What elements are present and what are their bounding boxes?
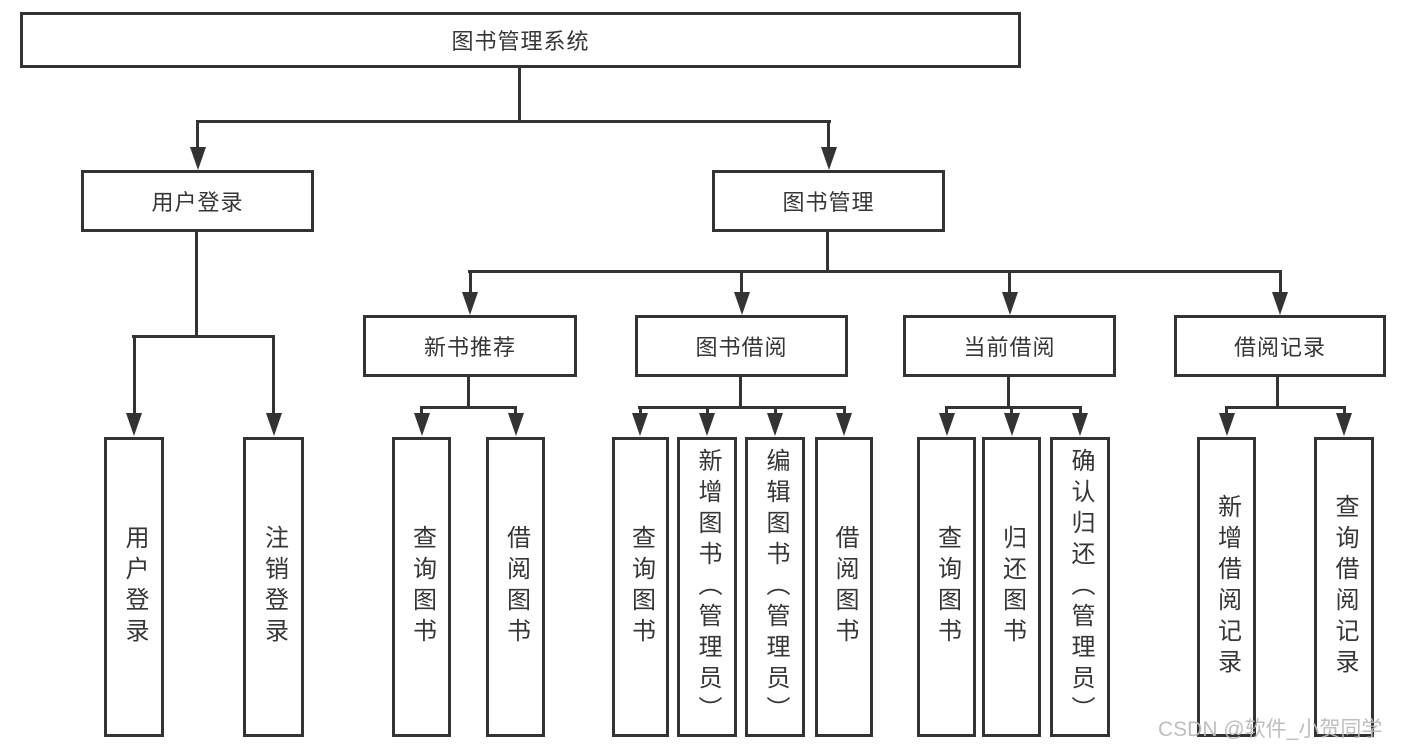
arrowhead-down-icon <box>767 413 783 436</box>
leaf-add-borrow-record: 新增借阅记录 <box>1197 437 1256 737</box>
connector-drop-line <box>1078 406 1082 416</box>
connector-vline <box>738 377 742 409</box>
node-label: 当前借阅 <box>963 335 1056 360</box>
leaf-return-books: 归还图书 <box>982 437 1041 737</box>
connector-drop-line <box>740 270 743 295</box>
connector-drop-line <box>468 270 472 295</box>
connector-drop-line <box>705 406 709 416</box>
node-label: 查询图书 <box>627 525 655 649</box>
node-current-borrowing: 当前借阅 <box>903 315 1116 377</box>
connector-vline <box>1276 377 1279 409</box>
connector-vline <box>194 232 198 338</box>
arrowhead-down-icon <box>1003 413 1020 436</box>
arrowhead-down-icon <box>733 292 750 315</box>
connector-drop-line <box>1278 270 1282 295</box>
node-label: 用户登录 <box>151 190 244 215</box>
node-label: 查询借阅记录 <box>1331 494 1358 680</box>
node-label: 确认归还（管理员） <box>1067 447 1094 727</box>
arrowhead-down-icon <box>462 292 478 315</box>
connector-drop-line <box>196 120 199 150</box>
arrowhead-down-icon <box>265 413 282 436</box>
leaf-edit-books-admin: 编辑图书（管理员） <box>745 437 805 737</box>
connector-drop-line <box>945 406 948 416</box>
arrowhead-down-icon <box>1218 413 1235 436</box>
node-borrowing-records: 借阅记录 <box>1174 315 1386 377</box>
node-label: 注销登录 <box>260 525 288 649</box>
arrowhead-down-icon <box>938 413 955 436</box>
arrowhead-down-icon <box>820 147 837 170</box>
arrowhead-down-icon <box>836 413 852 436</box>
connector-drop-line <box>638 406 642 416</box>
leaf-query-books-current: 查询图书 <box>917 437 976 737</box>
node-label: 查询图书 <box>933 525 961 649</box>
arrowhead-down-icon <box>632 413 648 436</box>
connector-drop-line <box>272 335 275 416</box>
leaf-query-books-borrow: 查询图书 <box>612 437 669 737</box>
connector-hline <box>196 120 831 123</box>
leaf-query-books-recommend: 查询图书 <box>392 437 451 737</box>
connector-drop-line <box>1008 270 1011 295</box>
node-label: 新增借阅记录 <box>1213 494 1241 680</box>
node-label: 借阅图书 <box>502 525 530 649</box>
node-book-borrowing: 图书借阅 <box>635 315 848 377</box>
node-label: 借阅记录 <box>1233 335 1326 360</box>
node-label: 用户登录 <box>121 525 148 649</box>
leaf-confirm-return-admin: 确认归还（管理员） <box>1050 437 1110 737</box>
node-library-system: 图书管理系统 <box>20 12 1021 68</box>
connector-drop-line <box>773 406 777 416</box>
node-label: 新书推荐 <box>423 335 516 360</box>
leaf-query-borrow-record: 查询借阅记录 <box>1314 437 1374 737</box>
connector-drop-line <box>420 406 423 416</box>
connector-vline <box>517 68 521 123</box>
node-user-login: 用户登录 <box>81 170 314 232</box>
arrowhead-down-icon <box>413 413 430 436</box>
arrowhead-down-icon <box>1072 413 1088 436</box>
connector-vline <box>825 232 829 273</box>
connector-hline <box>638 406 846 409</box>
connector-drop-line <box>514 406 517 416</box>
connector-hline <box>132 335 275 338</box>
node-label: 归还图书 <box>998 525 1026 649</box>
watermark: CSDN @软件_小贺同学 <box>1158 718 1383 741</box>
arrowhead-down-icon <box>189 147 206 170</box>
leaf-add-books-admin: 新增图书（管理员） <box>677 437 737 737</box>
arrowhead-down-icon <box>1272 292 1288 315</box>
connector-vline <box>1006 377 1010 409</box>
arrowhead-down-icon <box>1001 292 1018 315</box>
connector-hline <box>468 270 1282 273</box>
connector-drop-line <box>132 335 136 416</box>
connector-drop-line <box>1010 406 1013 416</box>
node-book-management: 图书管理 <box>712 170 945 232</box>
node-label: 借阅图书 <box>831 525 858 649</box>
leaf-borrow-books: 借阅图书 <box>815 437 873 737</box>
connector-drop-line <box>1225 406 1228 416</box>
node-label: 图书借阅 <box>695 335 788 360</box>
node-label: 查询图书 <box>408 525 436 649</box>
connector-hline <box>945 406 1082 409</box>
arrowhead-down-icon <box>126 413 142 436</box>
node-label: 编辑图书（管理员） <box>762 447 789 727</box>
arrowhead-down-icon <box>699 413 715 436</box>
connector-drop-line <box>827 120 830 150</box>
node-label: 图书管理 <box>782 190 875 215</box>
leaf-user-login: 用户登录 <box>104 437 164 737</box>
node-label: 图书管理系统 <box>451 29 590 54</box>
connector-drop-line <box>1342 406 1346 416</box>
arrowhead-down-icon <box>1336 413 1352 436</box>
leaf-logout: 注销登录 <box>243 437 304 737</box>
leaf-borrow-books-recommend: 借阅图书 <box>486 437 545 737</box>
connector-hline <box>420 406 517 409</box>
node-label: 新增图书（管理员） <box>694 447 721 727</box>
connector-hline <box>1225 406 1346 409</box>
node-new-book-recommend: 新书推荐 <box>363 315 577 377</box>
connector-vline <box>467 377 470 409</box>
connector-drop-line <box>842 406 846 416</box>
arrowhead-down-icon <box>507 413 524 436</box>
